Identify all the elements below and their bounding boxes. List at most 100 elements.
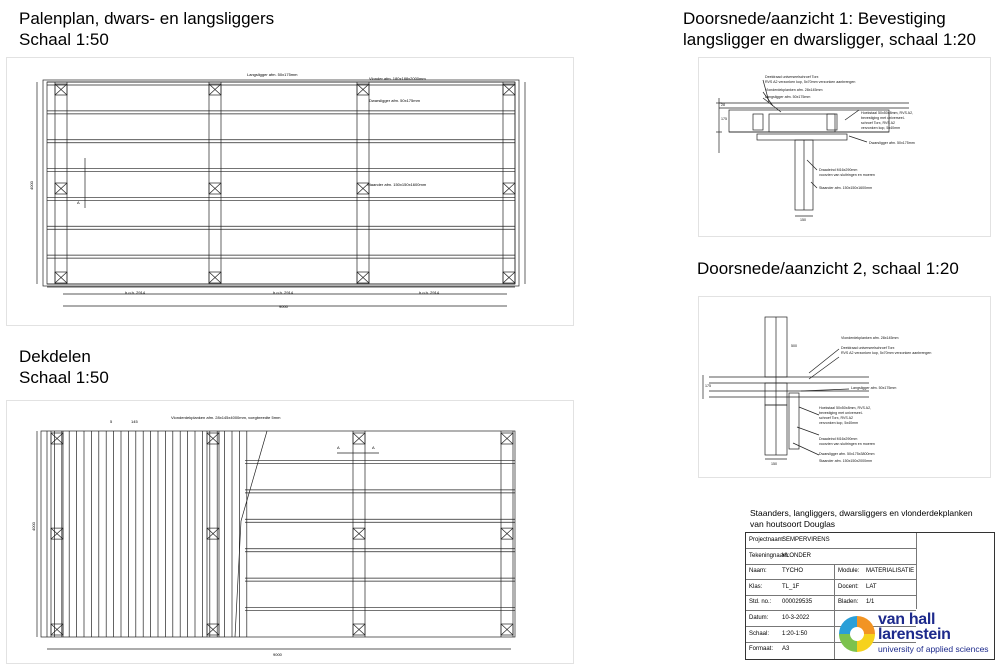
- plan-outline: [46, 81, 516, 285]
- vhl-logo: van hall larenstein university of applie…: [838, 611, 993, 658]
- title-block-label: Klas:: [749, 583, 763, 590]
- logo-wordmark: van hall larenstein: [878, 612, 951, 643]
- title-block-label: Naam:: [749, 568, 767, 575]
- title-block-label2: Docent:: [838, 583, 859, 590]
- title-block-value2: MATERIALISATIE: [866, 568, 915, 575]
- sec2-label-l7: schroef Torx, RVS A2: [819, 416, 853, 420]
- plan-staander-cross: [502, 182, 516, 195]
- title-block-value: 000029535: [782, 599, 813, 606]
- deck-staander: [352, 623, 366, 636]
- deck-staander-cross: [206, 432, 220, 445]
- title-block-label: Projectnaam:: [749, 537, 785, 543]
- plan-outer-outline: [42, 79, 520, 287]
- title-block-value2: LAT: [866, 583, 877, 590]
- sec1-label-l9: Dwarsligger afm. 50x175mm: [869, 141, 915, 145]
- plan-staander-cross: [208, 83, 222, 96]
- plan-staander: [208, 271, 222, 284]
- sec1-label-l2: RVS A2 verzonken kop, 5x70mm verzonken a…: [765, 80, 855, 84]
- plan-staander-cross: [208, 271, 222, 284]
- title-block-column-divider: [834, 611, 835, 659]
- section2-title-line1: Doorsnede/aanzicht 2, schaal 1:20: [697, 259, 959, 278]
- deck-staander-cross: [352, 623, 366, 636]
- deck-dim-top1: 5: [110, 419, 113, 424]
- title-block-label2: Bladen:: [838, 599, 859, 606]
- deck-title-line1: Dekdelen: [19, 347, 91, 366]
- sec1-label-l4: Langsligger afm. 50x175mm: [765, 95, 810, 99]
- deck-staander-cross: [50, 527, 64, 540]
- plan-label-langsligger: Langsligger afm. 50x175mm: [247, 72, 298, 77]
- deck-staander-cross: [50, 432, 64, 445]
- plan-staander: [502, 83, 516, 96]
- title-block-value: TL_1F: [782, 583, 800, 590]
- title-block-value: 10-3-2022: [782, 615, 810, 621]
- sec2-dim-d2: 175: [705, 384, 711, 388]
- sec1-dim-d1: 28: [721, 103, 725, 107]
- section2-title: Doorsnede/aanzicht 2, schaal 1:20: [697, 258, 959, 279]
- plan-staander: [54, 83, 68, 96]
- title-block-label: Schaal:: [749, 630, 770, 637]
- sec2-label-l10: voorzien van sluitringen en moeren: [819, 442, 875, 446]
- sec2-label-l5: Hoekstaal 50x50x8mm, RVS A2,: [819, 406, 871, 410]
- sec2-label-l11: Dwarsligger afm. 50x175x3800mm: [819, 452, 875, 456]
- title-block-label: Formaat:: [749, 646, 774, 653]
- deck-title: Dekdelen Schaal 1:50: [19, 346, 109, 388]
- plan-dim-span1: h.o.h. 2914: [125, 290, 146, 295]
- plan-staander: [356, 83, 370, 96]
- section1-title-line1: Doorsnede/aanzicht 1: Bevestiging: [683, 9, 946, 28]
- deck-dim-top2: 145: [131, 419, 138, 424]
- sec1-label-l8: verzonken kop, 5x40mm: [861, 126, 900, 130]
- plan-dim-span3: h.o.h. 2914: [419, 290, 440, 295]
- title-block-label: Datum:: [749, 615, 769, 621]
- deck-staander: [500, 623, 514, 636]
- deck-staander: [50, 432, 64, 445]
- deck-dim-total-width: 9000: [273, 652, 283, 657]
- plan-drawing-panel: Langsligger afm. 50x175mm Vlonder afm. 1…: [6, 57, 574, 326]
- title-block-row: Tekeningnaam:VLONDER: [746, 549, 916, 565]
- deck-staander-cross: [352, 432, 366, 445]
- plan-staander-cross: [356, 83, 370, 96]
- deck-dim-total-height: 4000: [31, 521, 36, 531]
- deck-staander: [206, 432, 220, 445]
- title-block-caption-line1: Staanders, langliggers, dwarsliggers en …: [750, 508, 973, 518]
- section2-drawing-panel: Vlonderdekplanken afm. 28x145mm Deeldraa…: [698, 296, 991, 478]
- plan-label-staander: Staander afm. 150x150x1600mm: [367, 182, 427, 187]
- title-block-divider: [834, 564, 835, 580]
- sec2-label-l8: verzonken kop, 5x40mm: [819, 421, 858, 425]
- section1-drawing: Deeldraad universeelschroef Torx RVS A2 …: [716, 75, 915, 222]
- plan-label-dwarsligger: Dwarsligger afm. 50x175mm: [369, 98, 421, 103]
- deck-staander: [352, 432, 366, 445]
- sec1-label-l12: Staander afm. 150x150x1600mm: [819, 186, 872, 190]
- plan-staander-cross: [54, 271, 68, 284]
- plan-title-line2: Schaal 1:50: [19, 30, 109, 49]
- deck-section-mark-left: A: [337, 445, 340, 450]
- title-block-row: Formaat: A3: [746, 642, 916, 657]
- title-block-caption: Staanders, langliggers, dwarsliggers en …: [750, 508, 973, 530]
- title-block-value: 1:20-1:50: [782, 630, 808, 637]
- plan-staander-cross: [356, 271, 370, 284]
- title-block-row: Schaal: 1:20-1:50: [746, 627, 916, 643]
- logo-mark-icon: [839, 616, 875, 652]
- plan-staander-cross: [502, 83, 516, 96]
- sec1-label-l1: Deeldraad universeelschroef Torx: [765, 75, 819, 79]
- deck-label-planks: Vlonderdekplanken afm. 28x145x4000mm, vo…: [171, 415, 281, 420]
- deck-staander-cross: [206, 623, 220, 636]
- plan-staander: [356, 271, 370, 284]
- deck-staander-cross: [500, 432, 514, 445]
- sec2-label-l12: Staander afm. 150x150x2000mm: [819, 459, 872, 463]
- plan-staander-cross: [502, 271, 516, 284]
- sec2-label-l4: Langsligger afm. 50x175mm: [851, 386, 896, 390]
- plan-drawing: Langsligger afm. 50x175mm Vlonder afm. 1…: [29, 72, 526, 309]
- title-block-row: Datum: 10-3-2022: [746, 611, 916, 627]
- sec2-label-l2: Deeldraad universeelschroef Torx: [841, 346, 895, 350]
- deck-outline: [40, 430, 516, 638]
- plan-staander-cross: [54, 83, 68, 96]
- deck-staander: [206, 527, 220, 540]
- title-block-value: A3: [782, 646, 790, 653]
- deck-break-line: [234, 430, 268, 638]
- plan-title-line1: Palenplan, dwars- en langsliggers: [19, 9, 275, 28]
- deck-staander: [50, 623, 64, 636]
- plan-staander-cross: [54, 182, 68, 195]
- plan-staander: [502, 182, 516, 195]
